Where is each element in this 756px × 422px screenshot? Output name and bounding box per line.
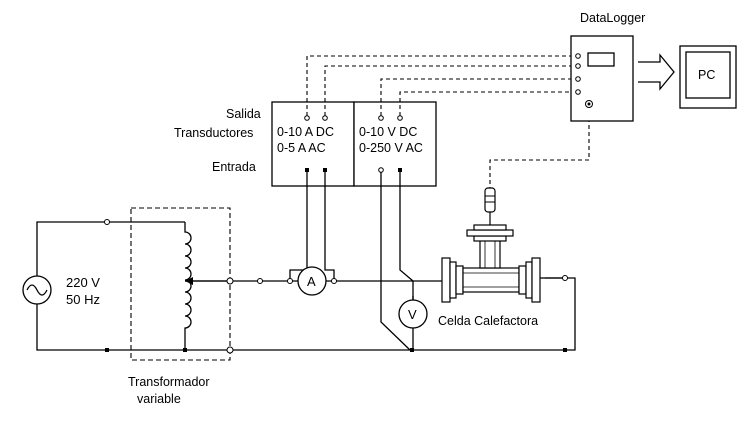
ammeter-symbol: A	[307, 274, 316, 289]
voltmeter-icon	[398, 299, 428, 329]
voltage-range-dc: 0-10 V DC	[359, 125, 417, 139]
pc-label: PC	[698, 68, 715, 82]
voltage-transducer-box	[353, 101, 437, 187]
ammeter-icon	[297, 266, 327, 296]
thermocouple-icon	[484, 187, 496, 225]
source-voltage: 220 V	[66, 275, 100, 290]
transformer-frame	[130, 207, 231, 361]
ac-source-icon	[22, 275, 52, 305]
signal-lines	[306, 55, 590, 188]
cell-label: Celda Calefactora	[438, 314, 538, 328]
arrow-icon	[638, 53, 675, 91]
current-range-dc: 0-10 A DC	[277, 125, 334, 139]
transformer-label-2: variable	[137, 392, 181, 406]
current-range-ac: 0-5 A AC	[277, 141, 326, 155]
datalogger-box	[570, 35, 634, 122]
datalogger-display	[587, 52, 615, 67]
coil-icon	[184, 222, 193, 350]
transducer-input-label: Entrada	[212, 160, 256, 174]
transducers-title: Transductores	[174, 126, 253, 140]
datalogger-label: DataLogger	[580, 11, 645, 25]
transformer-label-1: Transformador	[128, 375, 210, 389]
heating-cell-icon	[441, 224, 545, 303]
voltage-range-ac: 0-250 V AC	[359, 141, 423, 155]
voltmeter-symbol: V	[408, 307, 417, 322]
source-frequency: 50 Hz	[66, 292, 100, 307]
pc-screen	[685, 51, 731, 99]
transducer-output-label: Salida	[226, 107, 261, 121]
